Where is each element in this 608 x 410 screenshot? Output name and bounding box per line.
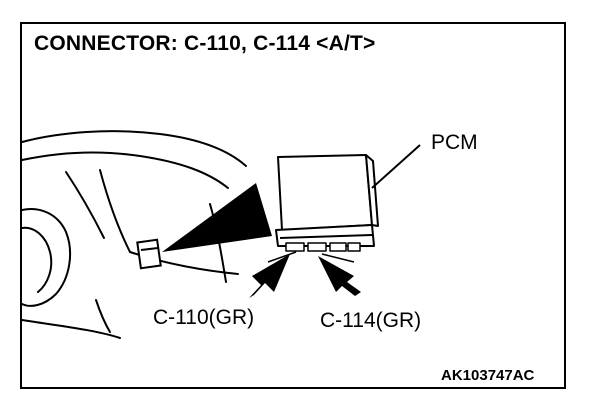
pcm-leader-line	[371, 144, 421, 189]
dashboard-outline	[21, 130, 247, 339]
connector-c110-label: C-110(GR)	[153, 306, 255, 329]
connector-c114-label: C-114(GR)	[320, 309, 422, 332]
figure-code: AK103747AC	[441, 367, 535, 384]
pcm-unit	[267, 154, 379, 263]
zoom-wedge	[162, 183, 272, 252]
c114-arrow	[318, 256, 361, 296]
diagram-title: CONNECTOR: C-110, C-114 <A/T>	[34, 32, 376, 55]
dash-connector	[136, 238, 162, 270]
c110-arrow	[249, 254, 290, 298]
pcm-label: PCM	[431, 131, 478, 154]
